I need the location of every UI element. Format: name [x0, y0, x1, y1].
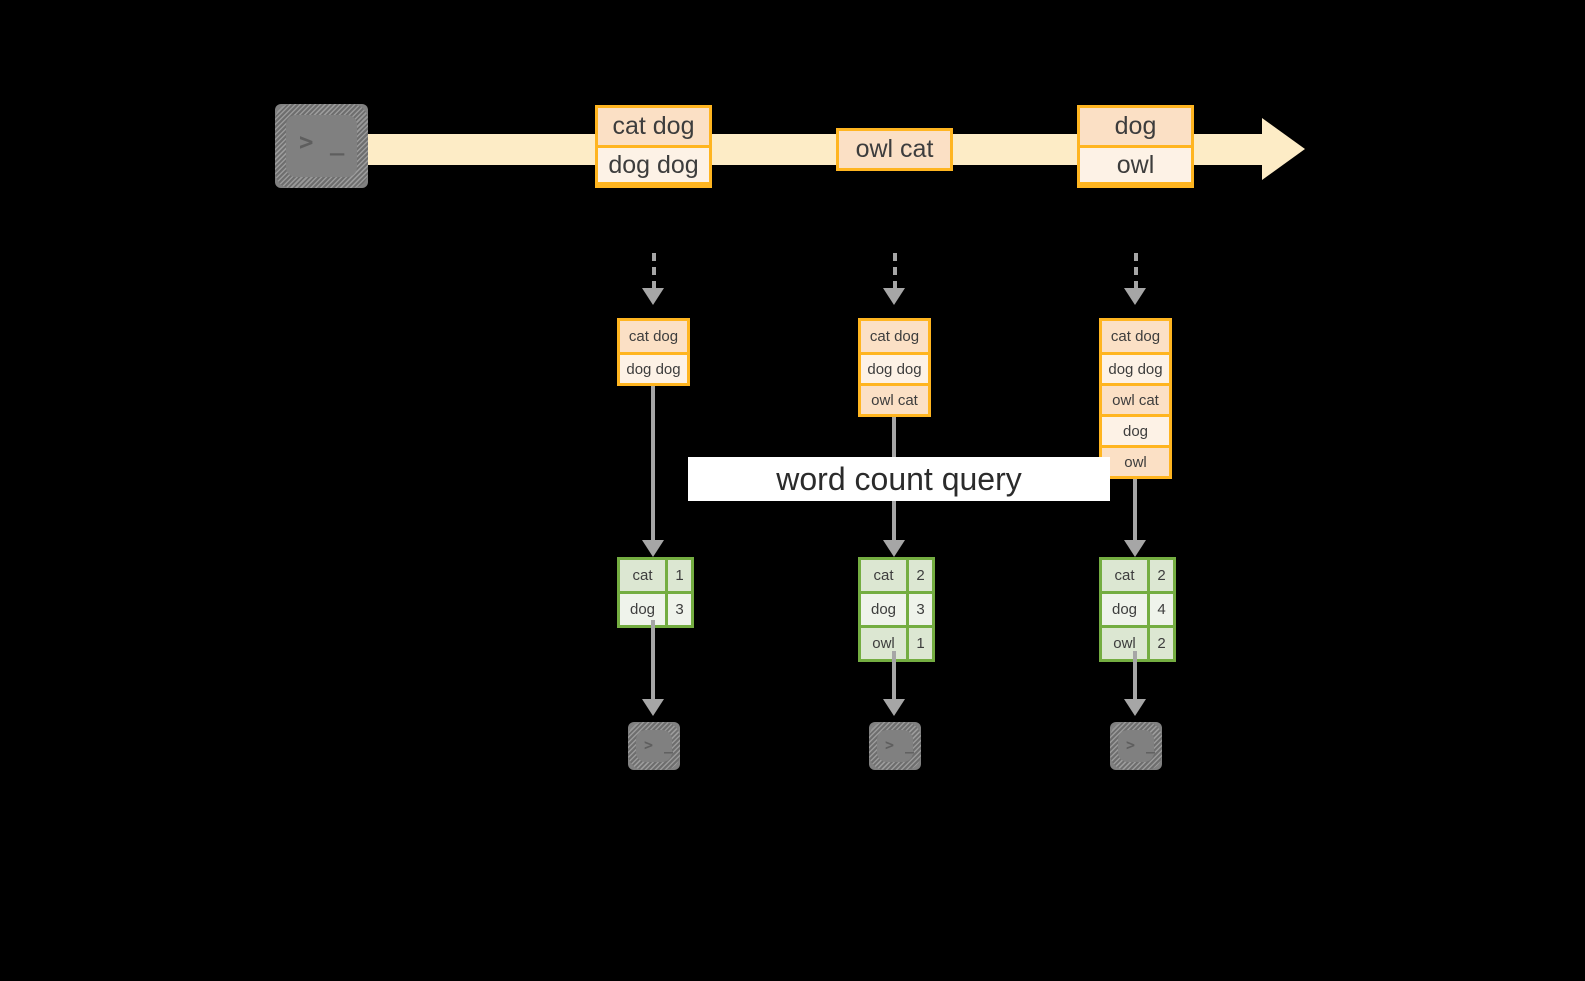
input-line: dog dog [861, 352, 928, 383]
batch-line: dog dog [598, 145, 709, 182]
input-line: cat dog [1102, 321, 1169, 352]
batch-line: dog [1080, 108, 1191, 145]
batch-line: owl cat [839, 131, 950, 168]
table-row: cat 1 [620, 560, 691, 591]
terminal-screen [286, 115, 357, 177]
result-word: owl [861, 628, 906, 659]
batch-line: owl [1080, 145, 1191, 182]
sink-arrowhead-1-icon [642, 699, 664, 716]
result-word: cat [1102, 560, 1147, 591]
query-arrowhead-3-icon [1124, 540, 1146, 557]
result-count: 2 [906, 560, 932, 591]
source-terminal-icon[interactable]: > _ [265, 94, 378, 198]
result-word: cat [861, 560, 906, 591]
input-line: cat dog [620, 321, 687, 352]
timeline-arrowhead-icon [1262, 118, 1305, 180]
result-count: 2 [1147, 560, 1173, 591]
result-word: cat [620, 560, 665, 591]
sink-connector-3 [1133, 651, 1137, 700]
input-state-3[interactable]: cat dog dog dog owl cat dog owl [1099, 318, 1172, 479]
terminal-prompt-glyph: > _ [1126, 736, 1157, 754]
terminal-screen [1118, 730, 1154, 762]
input-line: cat dog [861, 321, 928, 352]
batch-2-dashed-connector [893, 253, 897, 289]
result-word: dog [620, 594, 665, 625]
table-row: dog 3 [620, 591, 691, 625]
sink-connector-2 [892, 651, 896, 700]
query-label-text: word count query [776, 460, 1022, 497]
batch-3-dashed-connector [1134, 253, 1138, 289]
result-table-1[interactable]: cat 1 dog 3 [617, 557, 694, 628]
terminal-screen [636, 730, 672, 762]
input-state-1[interactable]: cat dog dog dog [617, 318, 690, 386]
result-table-3[interactable]: cat 2 dog 4 owl 2 [1099, 557, 1176, 662]
batch-1-dashed-arrowhead-icon [642, 288, 664, 305]
sink-arrowhead-3-icon [1124, 699, 1146, 716]
table-row: cat 2 [1102, 560, 1173, 591]
result-count: 1 [665, 560, 691, 591]
timeline-batch-2[interactable]: owl cat [836, 128, 953, 171]
result-word: dog [861, 594, 906, 625]
sink-terminal-2-icon[interactable]: > _ [859, 712, 931, 780]
table-row: dog 4 [1102, 591, 1173, 625]
sink-terminal-1-icon[interactable]: > _ [618, 712, 690, 780]
terminal-screen [877, 730, 913, 762]
table-row: cat 2 [861, 560, 932, 591]
sink-terminal-3-icon[interactable]: > _ [1100, 712, 1172, 780]
result-count: 1 [906, 628, 932, 659]
batch-line: cat dog [598, 108, 709, 145]
sink-connector-1 [651, 620, 655, 700]
terminal-prompt-glyph: > _ [644, 736, 675, 754]
input-line: dog [1102, 414, 1169, 445]
input-line: owl [1102, 445, 1169, 476]
query-arrowhead-1-icon [642, 540, 664, 557]
result-count: 3 [665, 594, 691, 625]
input-line: dog dog [1102, 352, 1169, 383]
terminal-prompt-glyph: > _ [299, 128, 346, 156]
terminal-prompt-glyph: > _ [885, 736, 916, 754]
input-line: owl cat [861, 383, 928, 414]
sink-arrowhead-2-icon [883, 699, 905, 716]
input-line: owl cat [1102, 383, 1169, 414]
table-row: dog 3 [861, 591, 932, 625]
batch-3-dashed-arrowhead-icon [1124, 288, 1146, 305]
batch-2-dashed-arrowhead-icon [883, 288, 905, 305]
result-count: 3 [906, 594, 932, 625]
timeline-batch-3[interactable]: dog owl [1077, 105, 1194, 188]
result-count: 2 [1147, 628, 1173, 659]
query-label: word count query [688, 457, 1110, 501]
table-row: owl 1 [861, 625, 932, 659]
query-arrowhead-2-icon [883, 540, 905, 557]
result-count: 4 [1147, 594, 1173, 625]
input-state-2[interactable]: cat dog dog dog owl cat [858, 318, 931, 417]
table-row: owl 2 [1102, 625, 1173, 659]
query-connector-3 [1133, 479, 1137, 541]
input-line: dog dog [620, 352, 687, 383]
result-word: dog [1102, 594, 1147, 625]
query-connector-1 [651, 386, 655, 541]
timeline-batch-1[interactable]: cat dog dog dog [595, 105, 712, 188]
result-table-2[interactable]: cat 2 dog 3 owl 1 [858, 557, 935, 662]
batch-1-dashed-connector [652, 253, 656, 289]
result-word: owl [1102, 628, 1147, 659]
